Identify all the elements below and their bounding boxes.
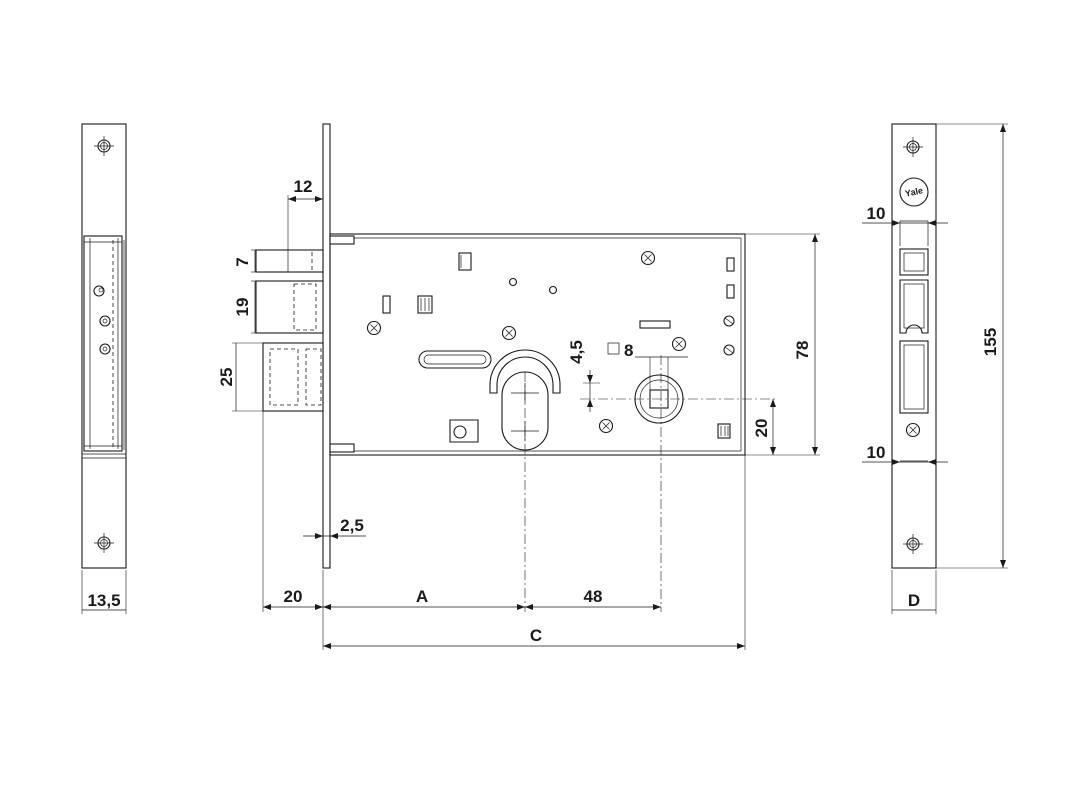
lock-case-side [83,235,123,452]
dim-label-D: D [908,591,920,610]
dim-label-12: 12 [294,177,313,196]
dim-label-20-right: 20 [752,419,771,438]
strike-plate-outline [891,123,937,569]
latch-opening [899,248,929,276]
screw-head-icon [93,285,105,297]
dim-label-20-projection: 20 [284,587,303,606]
dim-label-width: 13,5 [87,591,120,610]
bolt-opening-lower [899,340,929,414]
dim-label-10-top: 10 [867,204,886,223]
screw-icon [671,336,687,352]
dim-label-A: A [416,587,428,606]
strike-plate-view: Yale 155 10 10 D [862,123,1008,614]
screw-icon [598,418,614,434]
latch-bolt [255,249,324,334]
fixing-hole-bottom [93,532,115,554]
dim-label-25: 25 [217,368,236,387]
dim-label-square-8: 8 [624,341,633,360]
dim-label-48: 48 [584,587,603,606]
screw-icon [905,422,921,438]
faceplate-front [322,123,331,569]
fixing-hole-top [93,135,115,157]
lock-case [329,233,746,456]
screw-head-icon [99,315,111,327]
dim-label-10-bottom: 10 [867,443,886,462]
faceplate-outline [81,123,127,569]
dim-label-78: 78 [793,341,812,360]
fixing-hole-top [902,136,924,158]
screw-icon [640,250,656,266]
cam-lever [449,419,479,443]
screw-head-icon [723,315,735,327]
screw-head-icon [723,344,735,356]
screw-icon [366,320,382,336]
dim-label-4-5: 4,5 [567,340,586,364]
spring-block [458,252,472,271]
yale-logo [899,177,929,207]
bolt-opening-upper [899,279,929,334]
dim-label-7: 7 [233,257,252,266]
guide-slot [418,350,492,369]
square-symbol-icon [607,342,620,355]
dim-label-155: 155 [981,328,1000,356]
screw-icon [501,325,517,341]
dim-label-2-5: 2,5 [340,516,364,535]
faceplate-side-view: 13,5 [81,123,127,614]
lock-front-view: 12 7 19 25 4,5 8 78 [217,123,820,650]
square-spindle-hole [649,389,669,409]
dim-label-C: C [530,626,542,645]
dead-bolt [262,342,324,412]
screw-head-icon [99,343,111,355]
dim-label-19: 19 [233,298,252,317]
logo-text: Yale [904,185,924,199]
fixing-hole-bottom [902,533,924,555]
